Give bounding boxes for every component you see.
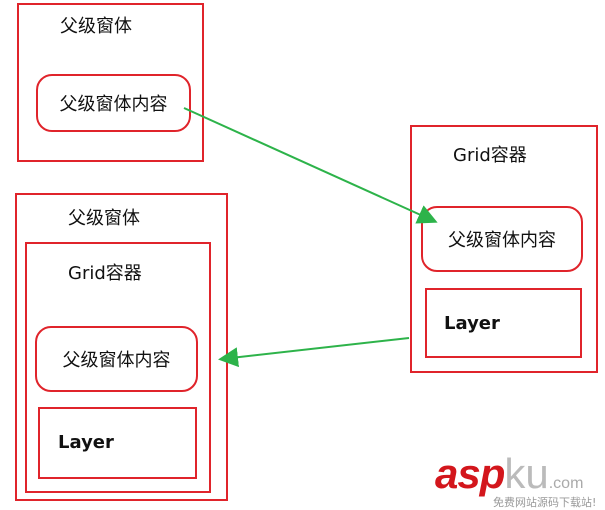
watermark-logo: aspku.com 免费网站源码下载站! xyxy=(435,450,596,509)
layer-label-left: Layer xyxy=(58,432,114,453)
layer-label-right: Layer xyxy=(444,313,500,334)
parent-content-right: 父级窗体内容 xyxy=(421,206,583,272)
logo-asp: asp xyxy=(435,450,505,497)
grid-title-right: Grid容器 xyxy=(453,145,527,166)
layer-right xyxy=(425,288,582,358)
grid-container-left xyxy=(25,242,211,493)
arrow-back xyxy=(218,337,410,368)
grid-container-right xyxy=(410,125,598,373)
parent-content-top: 父级窗体内容 xyxy=(36,74,191,132)
logo-com: .com xyxy=(548,475,584,492)
parent-window-title: 父级窗体 xyxy=(60,16,132,37)
parent-window-title-bottom: 父级窗体 xyxy=(68,208,140,229)
parent-content-left: 父级窗体内容 xyxy=(35,326,198,392)
parent-window-bottom xyxy=(15,193,228,501)
logo-slogan: 免费网站源码下载站! xyxy=(493,496,597,509)
grid-title-left: Grid容器 xyxy=(68,263,142,284)
logo-ku: ku xyxy=(504,450,549,497)
parent-window-top xyxy=(17,3,204,162)
arrow-to-grid xyxy=(183,107,438,224)
layer-left xyxy=(38,407,197,479)
